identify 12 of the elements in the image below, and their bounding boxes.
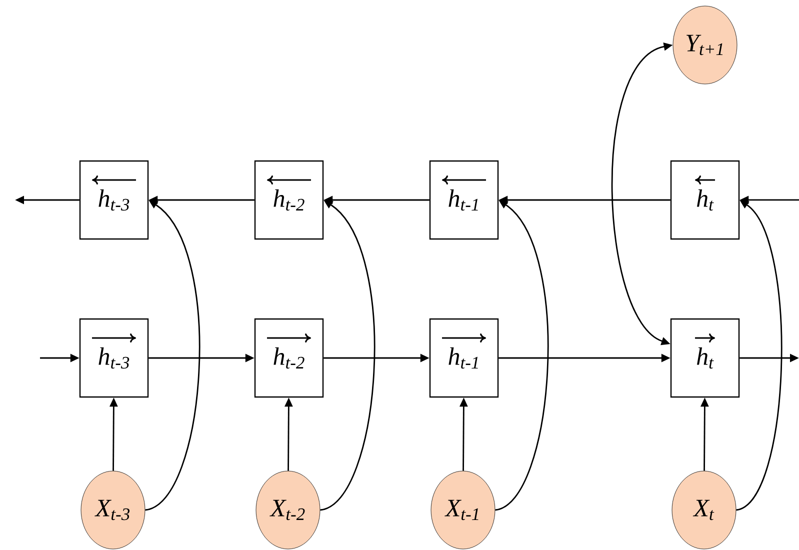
arrow [736, 200, 782, 511]
state-box: h$_{t-3}$ [79, 160, 149, 240]
state-box: h$_{t-3}$ [79, 318, 149, 398]
arrow [144, 200, 200, 511]
arrow [494, 200, 549, 511]
state-box: h$_{t}$ [670, 318, 740, 398]
state-box: h$_{t}$ [670, 160, 740, 240]
state-box: h$_{t-1}$ [429, 160, 499, 240]
state-box: h$_{t-2}$ [254, 160, 324, 240]
arrow [320, 200, 376, 511]
state-box: h$_{t-2}$ [254, 318, 324, 398]
state-box: h$_{t-1}$ [429, 318, 499, 398]
